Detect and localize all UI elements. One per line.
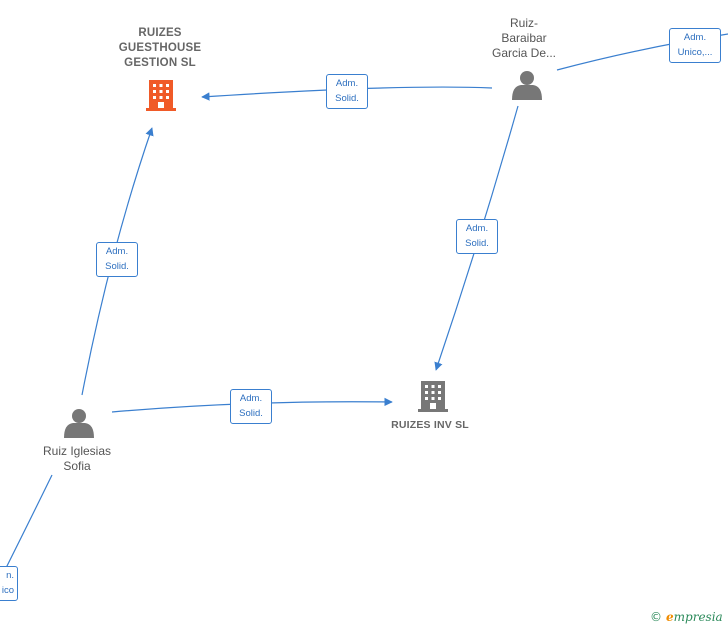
edge-label-sofia-inv[interactable]: Adm. Solid. bbox=[230, 389, 272, 424]
copyright-icon: © bbox=[650, 610, 662, 624]
company-label-guesthouse[interactable]: RUIZES GUESTHOUSE GESTION SL bbox=[118, 27, 202, 69]
person-icon bbox=[64, 409, 94, 438]
building-icon bbox=[418, 381, 448, 412]
brand-logo: © empresia bbox=[650, 610, 723, 624]
building-icon bbox=[146, 80, 176, 111]
edge-label-sofia-guesthouse[interactable]: Adm. Solid. bbox=[96, 242, 138, 277]
edge-label-offscreen-top-right[interactable]: Adm. Unico,... bbox=[669, 28, 721, 63]
company-label-inv[interactable]: RUIZES INV SL bbox=[391, 419, 469, 431]
edge-label-offscreen-bottom-left[interactable]: n. ico bbox=[0, 566, 18, 601]
brand-initial: e bbox=[666, 610, 674, 624]
person-icon bbox=[512, 71, 542, 100]
edge-baraibar-guesthouse bbox=[201, 86, 493, 101]
person-label-sofia[interactable]: Ruiz Iglesias Sofia bbox=[42, 444, 112, 473]
edge-label-baraibar-inv[interactable]: Adm. Solid. bbox=[456, 219, 498, 254]
person-label-baraibar[interactable]: Ruiz- Baraibar Garcia De... bbox=[491, 16, 557, 60]
brand-name: mpresia bbox=[673, 610, 723, 624]
edge-offscreen-bottom-left bbox=[0, 474, 53, 581]
edge-label-baraibar-guesthouse[interactable]: Adm. Solid. bbox=[326, 74, 368, 109]
